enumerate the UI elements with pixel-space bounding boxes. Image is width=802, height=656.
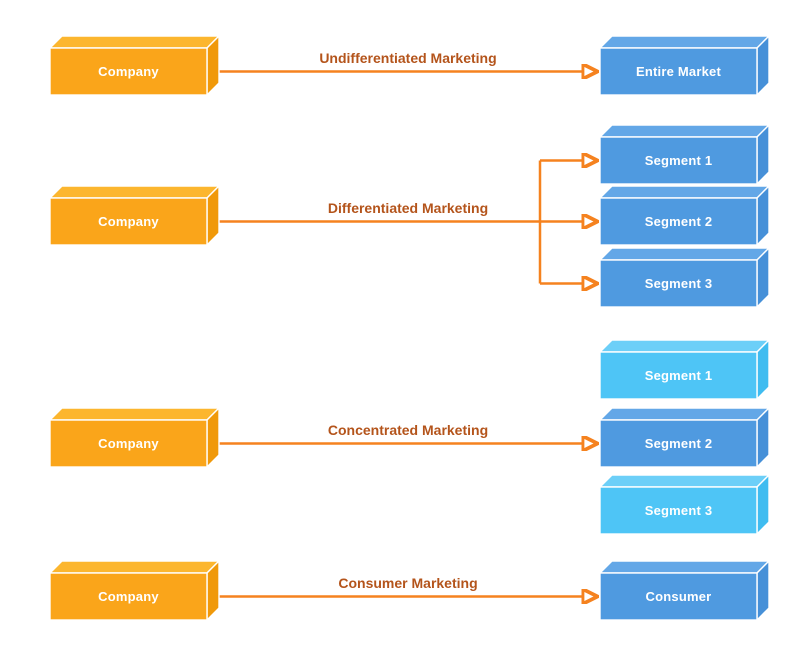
concentrated-segment-2-box: Segment 2 [598, 406, 771, 469]
segment-label: Segment 1 [644, 368, 713, 383]
consumer-box: Consumer [598, 559, 771, 622]
company-box-label: Company [98, 436, 159, 451]
company-box-differentiated: Company [48, 184, 221, 247]
company-box-label: Company [98, 64, 159, 79]
segment-label: Segment 1 [644, 153, 713, 168]
company-box-label: Company [98, 589, 159, 604]
company-box-label: Company [98, 214, 159, 229]
flow-label-consumer: Consumer Marketing [338, 575, 478, 591]
flow-label-undifferentiated: Undifferentiated Marketing [319, 50, 497, 66]
differentiated-segment-3-box: Segment 3 [598, 246, 771, 309]
entire-market-box: Entire Market [598, 34, 771, 97]
entire-market-label: Entire Market [636, 64, 721, 79]
concentrated-segment-3-box: Segment 3 [598, 473, 771, 536]
consumer-label: Consumer [645, 589, 712, 604]
company-box-concentrated: Company [48, 406, 221, 469]
segment-label: Segment 2 [644, 214, 713, 229]
differentiated-segment-2-box: Segment 2 [598, 184, 771, 247]
flow-label-differentiated: Differentiated Marketing [327, 200, 489, 216]
company-box-undifferentiated: Company [48, 34, 221, 97]
flow-label-concentrated: Concentrated Marketing [327, 422, 489, 438]
concentrated-segment-1-box: Segment 1 [598, 338, 771, 401]
segment-label: Segment 2 [644, 436, 713, 451]
differentiated-segment-1-box: Segment 1 [598, 123, 771, 186]
segment-label: Segment 3 [644, 276, 713, 291]
company-box-consumer: Company [48, 559, 221, 622]
segment-label: Segment 3 [644, 503, 713, 518]
